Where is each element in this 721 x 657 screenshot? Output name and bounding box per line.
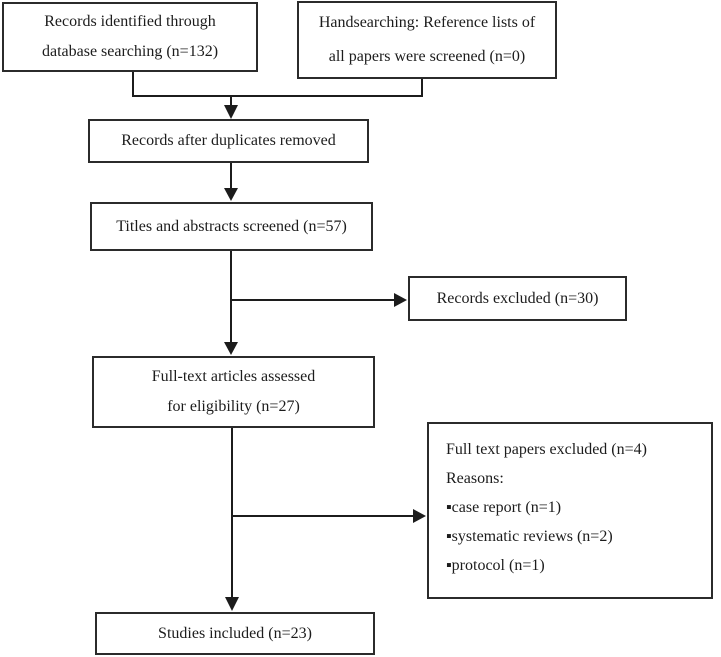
box-fulltext-excluded-reason-protocol: ▪protocol (n=1) (446, 557, 545, 574)
box-handsearching-line1: Handsearching: Reference lists of (318, 14, 536, 31)
box-fulltext-assessed: Full-text articles assessed for eligibil… (92, 356, 375, 428)
box-studies-included: Studies included (n=23) (95, 612, 375, 655)
box-handsearching: Handsearching: Reference lists of all pa… (297, 1, 557, 79)
box-fulltext-excluded-title: Full text papers excluded (n=4) (446, 441, 647, 458)
arrow-to-studies-included (225, 428, 239, 611)
box-records-identified-line1: Records identified through (44, 13, 216, 30)
box-fulltext-assessed-line1: Full-text articles assessed (151, 368, 316, 385)
box-titles-screened-label: Titles and abstracts screened (n=57) (116, 217, 347, 235)
box-records-identified: Records identified through database sear… (2, 2, 258, 72)
box-records-excluded: Records excluded (n=30) (408, 276, 627, 321)
box-records-identified-line2: database searching (n=132) (41, 43, 219, 60)
box-studies-included-label: Studies included (n=23) (158, 624, 312, 642)
box-records-excluded-label: Records excluded (n=30) (436, 289, 599, 307)
arrow-to-fulltext-assessed (224, 251, 238, 355)
box-titles-screened: Titles and abstracts screened (n=57) (90, 202, 373, 251)
arrow-to-fulltext-excluded (232, 509, 426, 523)
box-duplicates-removed: Records after duplicates removed (88, 119, 369, 163)
arrow-to-titles-screened (224, 163, 238, 201)
box-fulltext-excluded-reason-systematic-reviews: ▪systematic reviews (n=2) (446, 528, 613, 545)
box-fulltext-excluded-reason-case-report: ▪case report (n=1) (446, 499, 562, 516)
box-handsearching-line2: all papers were screened (n=0) (328, 48, 526, 65)
arrow-to-duplicates-removed (224, 96, 238, 119)
box-duplicates-removed-label: Records after duplicates removed (121, 132, 336, 149)
box-fulltext-excluded: Full text papers excluded (n=4) Reasons:… (427, 422, 713, 599)
arrow-to-records-excluded (231, 293, 407, 307)
box-fulltext-assessed-line2: for eligibility (n=27) (167, 398, 300, 415)
box-fulltext-excluded-reasons-label: Reasons: (446, 470, 504, 487)
